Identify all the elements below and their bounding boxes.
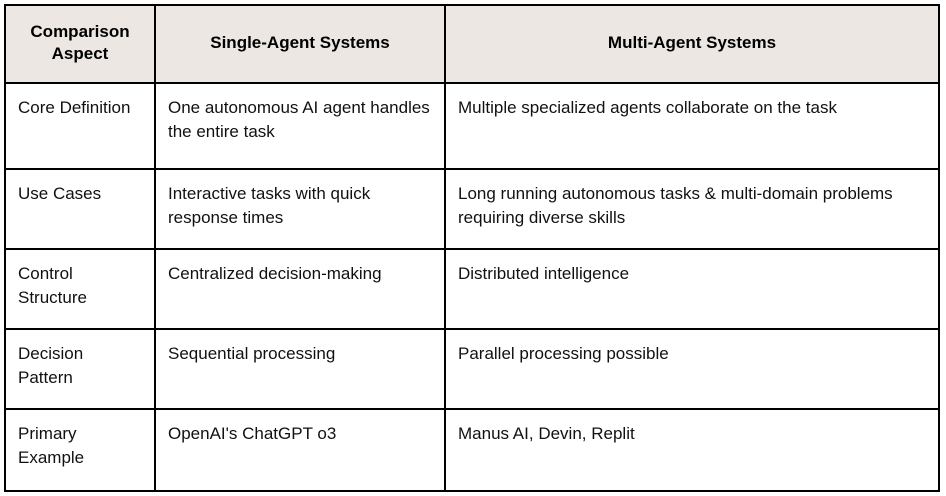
cell-multi-use-cases: Long running autonomous tasks & multi-do… [444, 168, 940, 250]
single-vs-multi-agent-comparison-table: Comparison Aspect Single-Agent Systems M… [4, 4, 940, 492]
table-body: Core Definition One autonomous AI agent … [4, 82, 940, 492]
cell-multi-control-structure: Distributed intelligence [444, 248, 940, 330]
cell-aspect-use-cases: Use Cases [4, 168, 156, 250]
cell-multi-primary-example: Manus AI, Devin, Replit [444, 408, 940, 492]
column-header-multi-agent-systems: Multi-Agent Systems [444, 4, 940, 84]
cell-text: Use Cases [18, 184, 102, 203]
column-header-single-agent-systems: Single-Agent Systems [154, 4, 446, 84]
comparison-table-container: Comparison Aspect Single-Agent Systems M… [4, 4, 940, 492]
cell-single-core-definition: One autonomous AI agent handles the enti… [154, 82, 446, 170]
cell-multi-core-definition: Multiple specialized agents collaborate … [444, 82, 940, 170]
cell-aspect-decision-pattern: Decision Pattern [4, 328, 156, 410]
cell-single-control-structure: Centralized decision-making [154, 248, 446, 330]
column-header-comparison-aspect: Comparison Aspect [4, 4, 156, 84]
cell-text: Interactive tasks with quick response ti… [168, 184, 371, 228]
cell-single-use-cases: Interactive tasks with quick response ti… [154, 168, 446, 250]
cell-aspect-core-definition: Core Definition [4, 82, 156, 170]
table-row: Core Definition One autonomous AI agent … [4, 82, 940, 170]
table-row: Primary Example OpenAI's ChatGPT o3 Manu… [4, 408, 940, 492]
cell-text: Control Structure [18, 264, 87, 308]
cell-aspect-primary-example: Primary Example [4, 408, 156, 492]
cell-single-decision-pattern: Sequential processing [154, 328, 446, 410]
cell-multi-decision-pattern: Parallel processing possible [444, 328, 940, 410]
cell-text: Parallel processing possible [458, 344, 669, 363]
cell-single-primary-example: OpenAI's ChatGPT o3 [154, 408, 446, 492]
cell-text: Sequential processing [168, 344, 336, 363]
cell-text: Core Definition [18, 98, 131, 117]
cell-text: Centralized decision-making [168, 264, 382, 283]
table-row: Decision Pattern Sequential processing P… [4, 328, 940, 410]
cell-text: One autonomous AI agent handles the enti… [168, 98, 430, 142]
cell-text: Multiple specialized agents collaborate … [458, 98, 837, 117]
cell-text: Distributed intelligence [458, 264, 630, 283]
cell-aspect-control-structure: Control Structure [4, 248, 156, 330]
table-header: Comparison Aspect Single-Agent Systems M… [4, 4, 940, 84]
cell-text: Long running autonomous tasks & multi-do… [458, 184, 893, 228]
cell-text: OpenAI's ChatGPT o3 [168, 424, 337, 443]
cell-text: Manus AI, Devin, Replit [458, 424, 635, 443]
table-row: Use Cases Interactive tasks with quick r… [4, 168, 940, 250]
cell-text: Primary Example [18, 424, 85, 468]
table-row: Control Structure Centralized decision-m… [4, 248, 940, 330]
cell-text: Decision Pattern [18, 344, 84, 388]
table-header-row: Comparison Aspect Single-Agent Systems M… [4, 4, 940, 84]
